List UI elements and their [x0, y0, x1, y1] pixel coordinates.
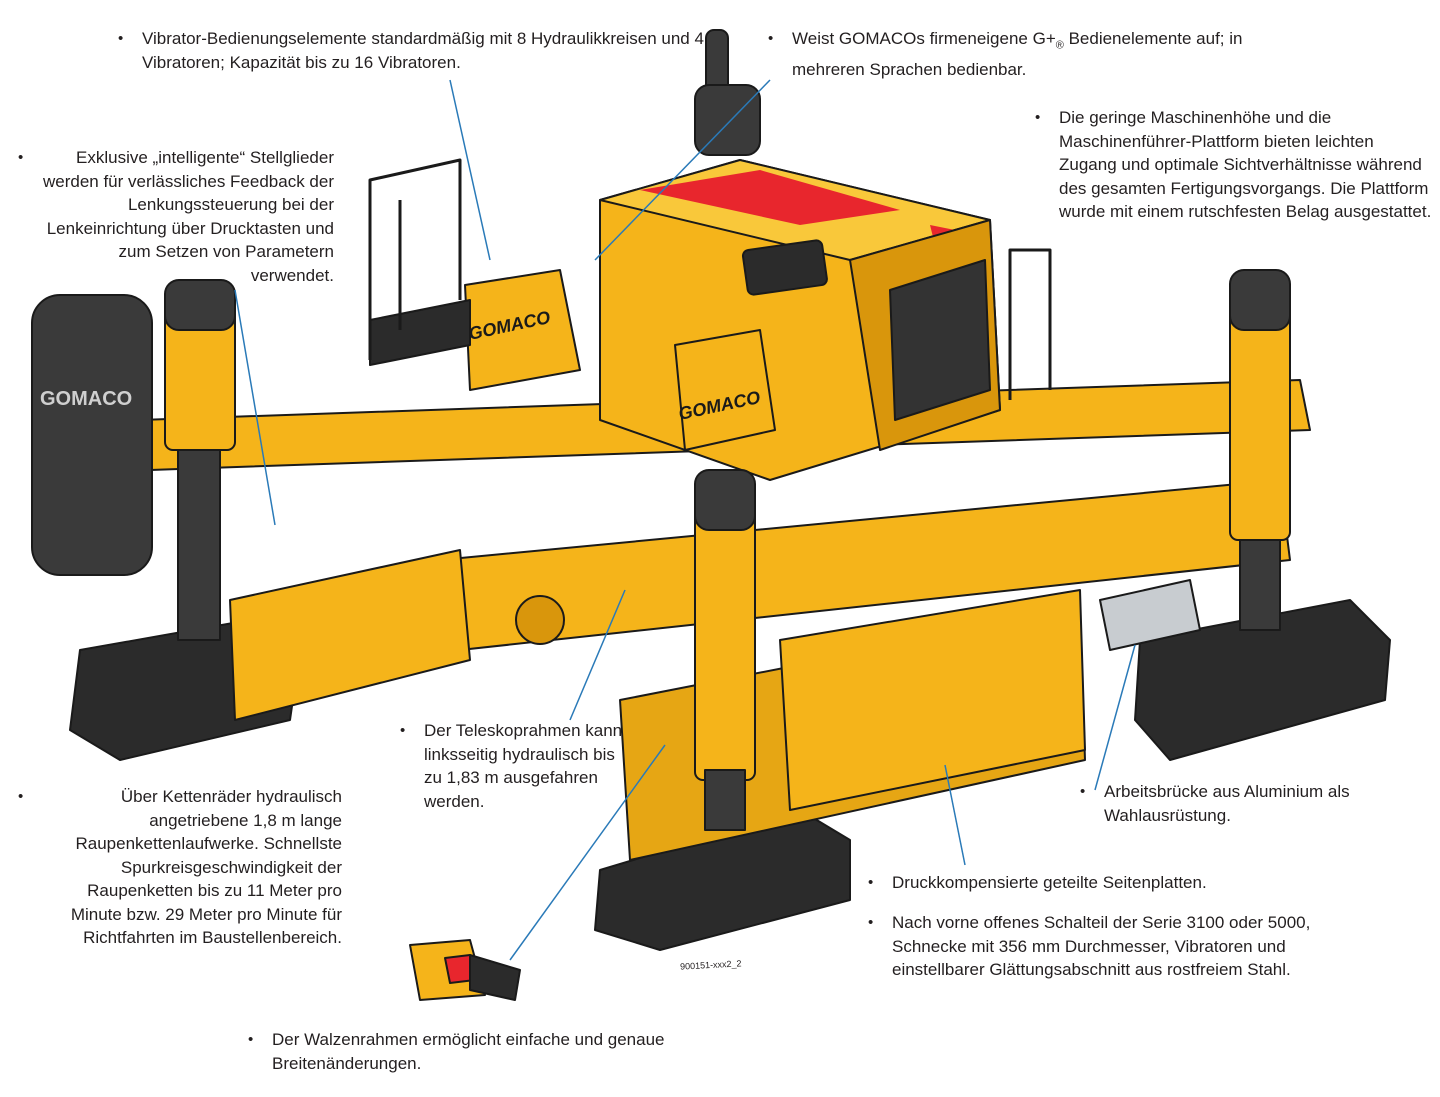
- leader-controls: [594, 79, 771, 261]
- leader-roller: [509, 744, 666, 961]
- leader-bridge: [1094, 644, 1136, 791]
- sideplate-front: [779, 589, 1086, 811]
- callout-platform: Die geringe Maschinenhöhe und die Maschi…: [1035, 106, 1434, 224]
- registered-mark: ®: [1055, 39, 1064, 52]
- leg-rear-right: [1229, 299, 1291, 541]
- roller-frame-inset-tube: [469, 954, 521, 1001]
- leg-rear-right-cap: [1229, 269, 1291, 331]
- leg-front-left-post: [704, 769, 746, 831]
- mold-plate: [229, 549, 471, 721]
- exhaust-base: [694, 84, 761, 156]
- auger: [515, 595, 565, 645]
- leg-rear-left-post: [177, 449, 221, 641]
- leader-telescope: [569, 589, 626, 721]
- callout-sensors: Exklusive „intelligente“ Stellglieder we…: [18, 146, 334, 287]
- callout-telescope: Der Teleskoprahmen kann linksseitig hydr…: [400, 719, 624, 813]
- operator-platform: [369, 299, 471, 366]
- leg-rear-left-cap: [164, 279, 236, 331]
- callout-roller: Der Walzenrahmen ermöglicht einfache und…: [248, 1028, 692, 1075]
- leader-vibrator: [449, 79, 491, 261]
- callout-tracks: Über Kettenräder hydraulisch angetrieben…: [18, 785, 342, 950]
- tank-label: GOMACO: [40, 388, 132, 410]
- callout-sideplates: Druckkompensierte geteilte Seitenplatten…: [868, 871, 1342, 895]
- callout-controls-post: Bedienelemente auf; in mehreren Sprachen…: [792, 29, 1243, 79]
- vibrator-box-1: [464, 269, 581, 391]
- aluminum-bridge: [1099, 579, 1201, 651]
- railing-left: [368, 158, 462, 360]
- callout-controls: Weist GOMACOs firmeneigene G+® Bedienele…: [768, 27, 1312, 81]
- control-panel: [741, 239, 828, 296]
- leg-front-left: [694, 499, 756, 781]
- leader-sideplates: [944, 764, 966, 866]
- leader-sensors: [234, 289, 276, 526]
- radiator-grille: [889, 259, 991, 421]
- callout-vibrator: Vibrator-Bedienungselemente standardmäßi…: [118, 27, 742, 74]
- callout-controls-pre: Weist GOMACOs firmeneigene G+: [792, 29, 1056, 48]
- leg-front-left-cap: [694, 469, 756, 531]
- callout-mold: Nach vorne offenes Schalteil der Serie 3…: [868, 911, 1362, 982]
- track-rear-right: [1134, 599, 1391, 761]
- callout-bridge: Arbeitsbrücke aus Aluminium als Wahlausr…: [1080, 780, 1404, 827]
- vibrator-box-2: [674, 329, 776, 451]
- engine-stripe-1: [640, 170, 900, 225]
- railing-right: [1008, 248, 1052, 400]
- water-tank: [31, 294, 153, 576]
- leg-rear-right-post: [1239, 539, 1281, 631]
